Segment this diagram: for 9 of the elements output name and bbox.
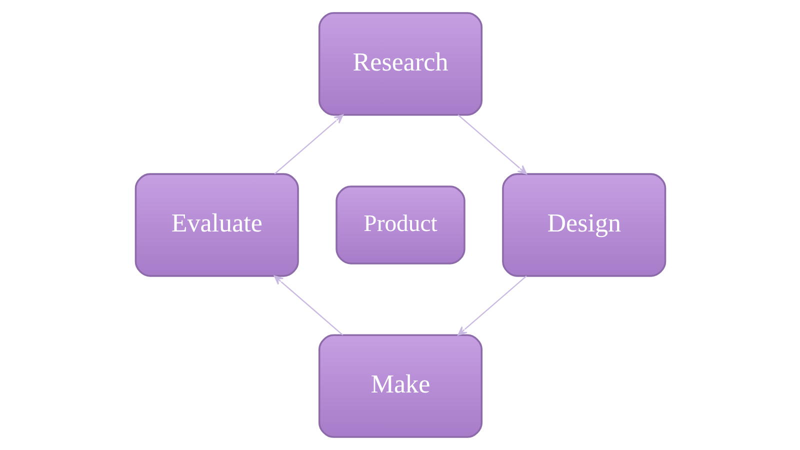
node-box: Make: [318, 334, 482, 438]
arrow: [457, 276, 526, 336]
node-box: Design: [502, 173, 666, 277]
arrow: [274, 114, 343, 174]
arrow: [273, 275, 343, 336]
node-box: Evaluate: [134, 173, 298, 277]
node-box: Research: [318, 12, 482, 116]
arrow: [457, 114, 526, 175]
node-box: Product: [335, 186, 465, 264]
